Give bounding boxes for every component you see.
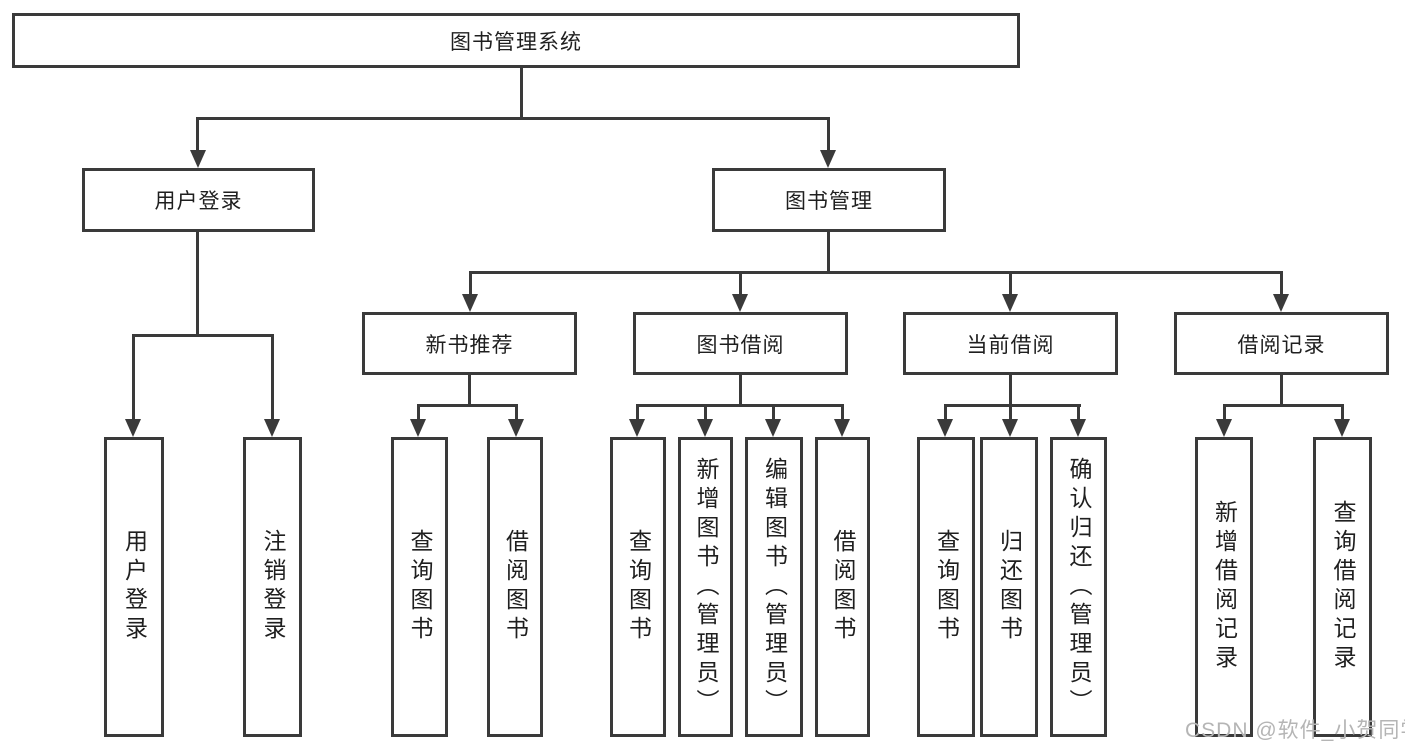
connector-line: [739, 375, 742, 407]
arrow-down-icon: [765, 419, 781, 437]
leaf-add-borrow-record: 新增借阅记录: [1195, 437, 1253, 737]
connector-line: [196, 117, 830, 120]
leaf-borrow-books-recommend: 借阅图书: [487, 437, 543, 737]
arrow-down-icon: [629, 419, 645, 437]
connector-line: [636, 404, 844, 407]
leaf-confirm-return-admin: 确认归还（管理员）: [1050, 437, 1107, 737]
arrow-down-icon: [1070, 419, 1086, 437]
arrow-down-icon: [937, 419, 953, 437]
arrow-down-icon: [1002, 419, 1018, 437]
arrow-down-icon: [410, 419, 426, 437]
connector-line: [944, 404, 1081, 407]
arrow-down-icon: [508, 419, 524, 437]
node-new-book-recommend: 新书推荐: [362, 312, 577, 375]
node-user-login: 用户登录: [82, 168, 315, 232]
connector-line: [841, 405, 844, 421]
connector-line: [1280, 375, 1283, 407]
arrow-down-icon: [462, 294, 478, 312]
connector-line: [1341, 405, 1344, 421]
connector-line: [271, 336, 274, 421]
connector-line: [132, 334, 274, 337]
connector-line: [1223, 404, 1344, 407]
connector-line: [1009, 375, 1012, 407]
connector-line: [515, 405, 518, 421]
connector-line: [827, 118, 830, 154]
leaf-label: 注销登录: [260, 529, 286, 645]
arrow-down-icon: [125, 419, 141, 437]
arrow-down-icon: [1002, 294, 1018, 312]
leaf-query-books-borrowing: 查询图书: [610, 437, 666, 737]
arrow-down-icon: [820, 150, 836, 168]
leaf-label: 查询图书: [407, 529, 433, 645]
connector-line: [772, 405, 775, 421]
arrow-down-icon: [190, 150, 206, 168]
leaf-label: 借阅图书: [502, 529, 529, 645]
connector-line: [417, 405, 420, 421]
connector-line: [704, 405, 707, 421]
leaf-borrow-books-borrowing: 借阅图书: [815, 437, 870, 737]
leaf-label: 查询借阅记录: [1330, 500, 1356, 674]
connector-line: [1009, 405, 1012, 421]
connector-line: [827, 232, 830, 274]
leaf-logout: 注销登录: [243, 437, 302, 737]
connector-line: [944, 405, 947, 421]
connector-line: [469, 272, 472, 296]
leaf-label: 查询图书: [625, 529, 652, 645]
connector-line: [469, 271, 1283, 274]
connector-line: [739, 272, 742, 296]
leaf-query-borrow-record: 查询借阅记录: [1313, 437, 1372, 737]
connector-line: [196, 118, 199, 154]
arrow-down-icon: [834, 419, 850, 437]
connector-line: [1223, 405, 1226, 421]
arrow-down-icon: [1273, 294, 1289, 312]
leaf-user-login: 用户登录: [104, 437, 164, 737]
node-book-management: 图书管理: [712, 168, 946, 232]
leaf-edit-books-admin: 编辑图书（管理员）: [745, 437, 803, 737]
connector-line: [417, 404, 518, 407]
node-book-borrowing: 图书借阅: [633, 312, 848, 375]
connector-line: [468, 375, 471, 407]
leaf-query-books-recommend: 查询图书: [391, 437, 448, 737]
node-root-library-system: 图书管理系统: [12, 13, 1020, 68]
arrow-down-icon: [1334, 419, 1350, 437]
arrow-down-icon: [697, 419, 713, 437]
connector-line: [520, 68, 523, 118]
connector-line: [196, 232, 199, 336]
connector-line: [636, 405, 639, 421]
leaf-query-books-current: 查询图书: [917, 437, 975, 737]
connector-line: [1077, 405, 1080, 421]
arrow-down-icon: [264, 419, 280, 437]
arrow-down-icon: [732, 294, 748, 312]
node-current-borrowing: 当前借阅: [903, 312, 1118, 375]
leaf-return-books: 归还图书: [980, 437, 1038, 737]
leaf-label: 新增借阅记录: [1211, 500, 1238, 674]
leaf-label: 确认归还（管理员）: [1066, 456, 1092, 718]
leaf-label: 用户登录: [121, 529, 148, 645]
connector-line: [1009, 272, 1012, 296]
leaf-label: 归还图书: [996, 529, 1023, 645]
leaf-add-books-admin: 新增图书（管理员）: [678, 437, 733, 737]
arrow-down-icon: [1216, 419, 1232, 437]
csdn-watermark: CSDN @软件_小贺同学: [1185, 719, 1405, 742]
leaf-label: 借阅图书: [830, 529, 856, 645]
connector-line: [1280, 272, 1283, 296]
leaf-label: 查询图书: [933, 529, 960, 645]
leaf-label: 新增图书（管理员）: [693, 456, 719, 718]
leaf-label: 编辑图书（管理员）: [761, 456, 788, 718]
connector-line: [132, 336, 135, 421]
node-borrowing-records: 借阅记录: [1174, 312, 1389, 375]
